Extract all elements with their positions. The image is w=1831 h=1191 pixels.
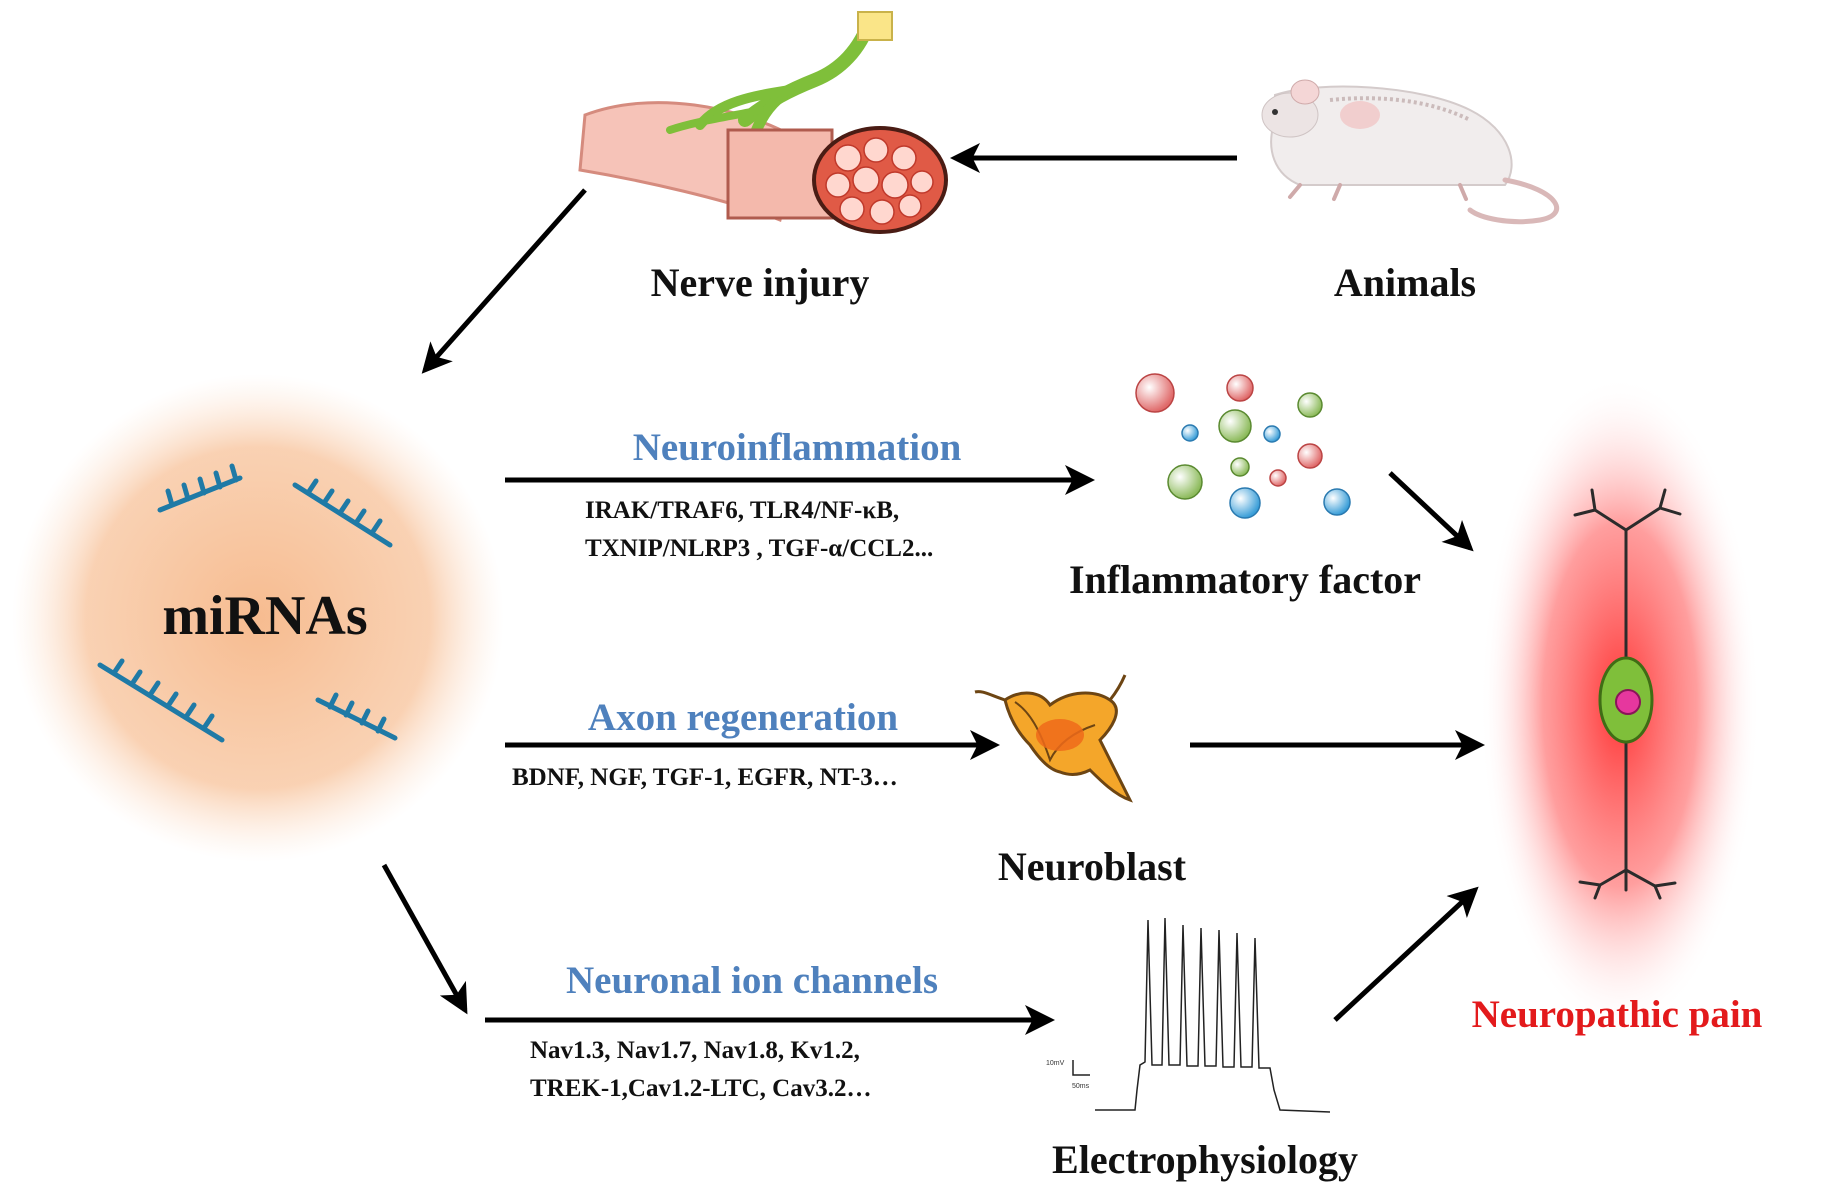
mirna-strands [97,463,398,743]
ion-channels-line1: Nav1.3, Nav1.7, Nav1.8, Kv1.2, [530,1037,860,1064]
ion-channels-line2: TREK-1,Cav1.2-LTC, Cav3.2… [530,1075,871,1102]
nerve-injury-illustration [578,11,948,234]
axon-regeneration-line1: BDNF, NGF, TGF-1, EGFR, NT-3… [512,764,898,791]
mirna-glow [12,374,504,862]
arrow-mirnas-down [381,863,468,1015]
neuroinflammation-title: Neuroinflammation [633,426,962,469]
nerve-injury-label: Nerve injury [651,260,870,305]
neuroinflammation-line1: IRAK/TRAF6, TLR4/NF-κB, [585,497,899,524]
animals-label: Animals [1334,260,1476,305]
neuron-illustration [1573,488,1682,900]
inflammatory-factor-label: Inflammatory factor [1069,557,1421,602]
ion-channels-title: Neuronal ion channels [566,959,938,1002]
neuroblast-label: Neuroblast [998,844,1187,889]
mirnas-label: miRNAs [162,585,367,647]
electrophysiology-label: Electrophysiology [1052,1137,1358,1182]
arrows [381,143,1485,1035]
axon-regeneration-title: Axon regeneration [588,696,898,739]
inflammatory-bubbles [1135,373,1351,519]
arrow-electro-to-pain [1333,886,1479,1022]
arrow-nerve-to-mirnas [421,188,587,374]
neuropathic-pain-label: Neuropathic pain [1472,993,1763,1036]
scale-bar-voltage: 10mV [1046,1060,1065,1067]
neuroinflammation-line2: TXNIP/NLRP3 , TGF-α/CCL2... [585,535,933,562]
mouse-illustration [1261,79,1560,225]
neuron-nucleus [1615,689,1641,715]
scale-bar-time: 50ms [1072,1083,1090,1090]
arrow-inflammatory-to-pain [1388,471,1474,552]
neuroblast-illustration [974,674,1133,803]
electrophysiology-trace [1072,917,1331,1113]
